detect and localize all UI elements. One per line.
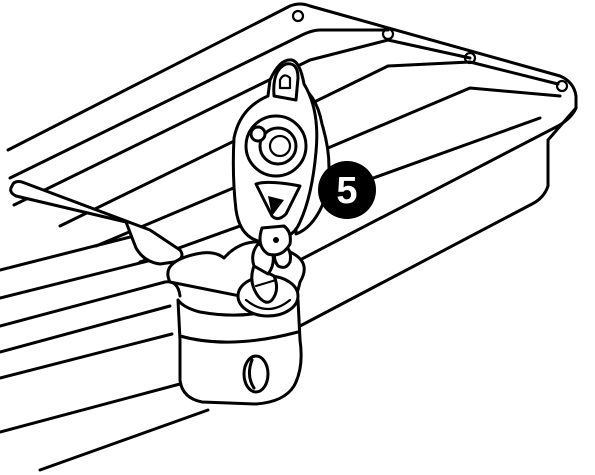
left-rail-lower [0, 280, 182, 328]
pulley-head [272, 62, 300, 102]
pulley-lower-window-shadow [268, 196, 284, 216]
pulley-sheave-axle [268, 134, 292, 158]
fitting-body [176, 298, 303, 406]
fitting-collar-line [178, 330, 300, 344]
pulley-cheek-rivet [249, 125, 267, 143]
pulley-becket-hole [273, 237, 279, 243]
plank-line-1 [8, 28, 390, 180]
rivet-1 [291, 9, 305, 23]
fitting-top-opening-inner [244, 298, 292, 311]
callout-circle [318, 161, 376, 219]
left-rail-upper [0, 230, 162, 300]
deck-platform [0, 2, 578, 472]
deck-side-face-bottom [298, 106, 578, 328]
plank-line-2 [12, 38, 472, 207]
shackle-pin [254, 278, 278, 288]
left-rail-bottom [0, 382, 182, 434]
callout-badge: 5 [318, 161, 376, 219]
rivet-2 [381, 27, 395, 41]
plank-line-4 [94, 86, 562, 248]
left-rail-mid [0, 304, 174, 380]
rivet-3 [463, 51, 477, 65]
deck-top-edge [6, 2, 578, 152]
t-handle-bar [9, 180, 184, 266]
pulley-head-hole [278, 74, 292, 90]
fitting-side-hole [242, 354, 270, 394]
rivet-4 [555, 79, 569, 93]
fitting-side-hole-inner [247, 358, 256, 390]
pulley-sheave-mid [258, 126, 298, 166]
callout-number: 5 [336, 170, 357, 212]
plank-line-3 [58, 60, 560, 228]
left-rail-base [38, 408, 210, 472]
